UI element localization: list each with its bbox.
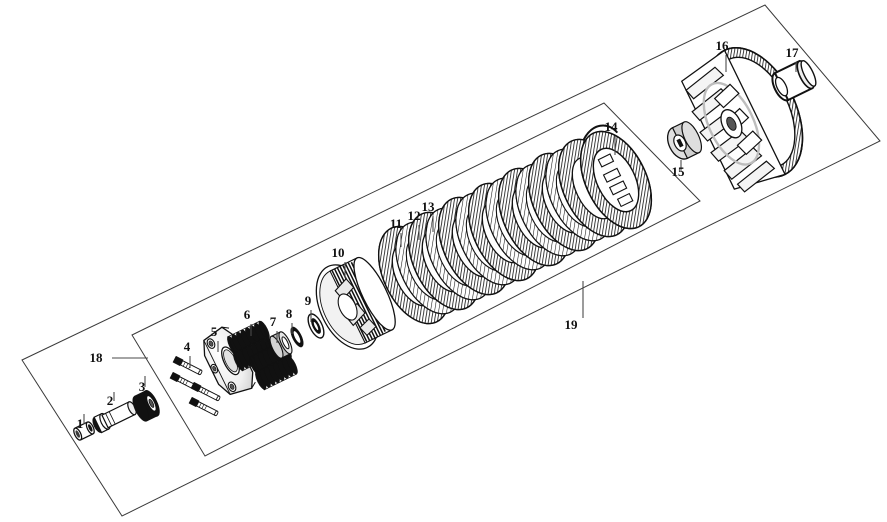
- bolt: [188, 396, 220, 418]
- callout-number-3: 3: [139, 379, 146, 394]
- callout-6[interactable]: 6: [244, 307, 252, 336]
- part-5-pressure-plate: [203, 326, 256, 396]
- callout-number-9: 9: [305, 293, 312, 308]
- callout-number-14: 14: [605, 119, 619, 134]
- callout-number-15: 15: [672, 164, 686, 179]
- callout-1[interactable]: 1: [77, 414, 85, 431]
- callout-13[interactable]: 13: [422, 199, 436, 232]
- part-15-outer-guide: [666, 121, 703, 160]
- callout-number-12: 12: [408, 208, 421, 223]
- callout-number-18: 18: [90, 350, 104, 365]
- callout-number-10: 10: [332, 245, 345, 260]
- callout-2[interactable]: 2: [107, 392, 115, 408]
- callout-number-19: 19: [565, 317, 579, 332]
- callout-8[interactable]: 8: [286, 306, 293, 334]
- inner-frame-19: [131, 102, 701, 457]
- part-9-plain-washer: [307, 313, 325, 339]
- callout-11[interactable]: 11: [390, 216, 402, 247]
- callout-number-17: 17: [786, 45, 800, 60]
- callout-12[interactable]: 12: [408, 208, 421, 240]
- callout-number-6: 6: [244, 307, 251, 322]
- callout-5[interactable]: 5: [211, 324, 219, 352]
- callout-7[interactable]: 7: [270, 314, 278, 343]
- callout-4[interactable]: 4: [184, 339, 191, 368]
- outer-frame-18: [21, 4, 881, 517]
- callout-number-13: 13: [422, 199, 436, 214]
- part-2-push-rod: [92, 401, 137, 434]
- part-17-bearing-collar: [771, 59, 817, 102]
- callout-15[interactable]: 15: [672, 160, 686, 179]
- bolt: [172, 355, 204, 377]
- callout-18[interactable]: 18: [90, 350, 149, 365]
- callout-number-8: 8: [286, 306, 293, 321]
- callout-14[interactable]: 14: [605, 119, 619, 155]
- callout-17[interactable]: 17: [786, 45, 800, 72]
- part-1-collar: [73, 421, 95, 441]
- callout-number-11: 11: [390, 216, 402, 231]
- part-3-lifter-bearing: [132, 390, 160, 422]
- callout-number-1: 1: [77, 416, 84, 431]
- callout-number-7: 7: [270, 314, 277, 329]
- callout-number-5: 5: [211, 324, 218, 339]
- frame-group: [21, 4, 881, 517]
- part-10-clutch-center: [315, 256, 396, 350]
- callout-number-16: 16: [716, 38, 730, 53]
- callout-number-2: 2: [107, 393, 114, 408]
- part-14-judder-spring: [579, 124, 653, 230]
- callout-19[interactable]: 19: [565, 281, 584, 332]
- callout-16[interactable]: 16: [716, 38, 730, 72]
- callout-10[interactable]: 10: [332, 245, 346, 278]
- callout-9[interactable]: 9: [305, 293, 312, 322]
- callout-3[interactable]: 3: [139, 376, 146, 394]
- part-16-clutch-outer-basket: [680, 46, 804, 193]
- callout-number-4: 4: [184, 339, 191, 354]
- clutch-plate-stack: [363, 124, 653, 336]
